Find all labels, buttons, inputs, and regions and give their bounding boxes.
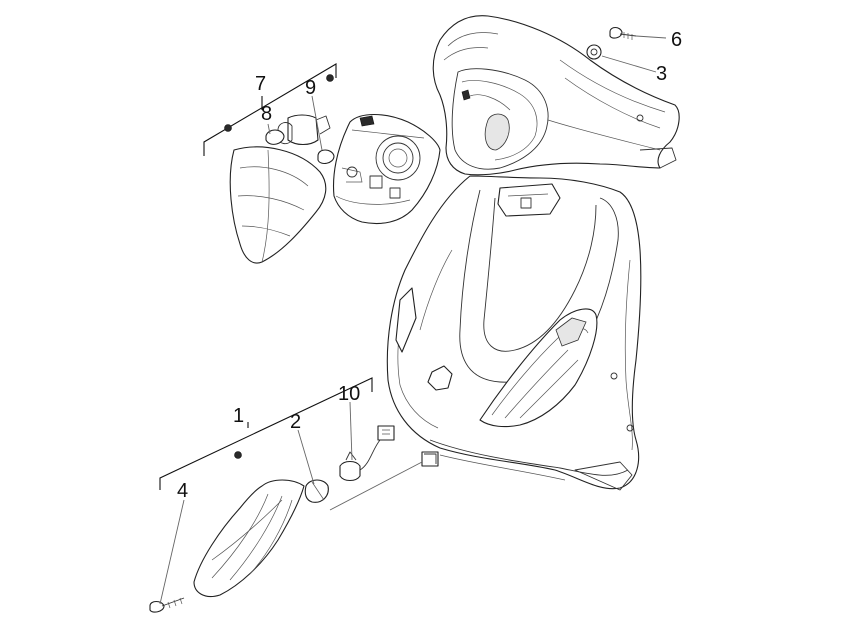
screw-part	[149, 597, 185, 613]
mounting-clip-part	[421, 451, 439, 467]
turn-signal-bulb-part	[304, 479, 329, 503]
bullet-dot-headlight-lens	[224, 124, 232, 132]
callout-label-3: 3	[656, 63, 667, 85]
bullet-dot-headlight-housing	[326, 74, 334, 82]
callout-label-1: 1	[233, 405, 244, 427]
callout-label-2: 2	[290, 411, 301, 433]
headlight-bulb-part	[265, 114, 331, 146]
bullet-dot-turn-signal	[234, 451, 242, 459]
callout-label-9: 9	[305, 77, 316, 99]
callout-label-6: 6	[671, 29, 682, 51]
front-shield-part	[386, 175, 642, 491]
callout-leaders	[159, 35, 667, 605]
callout-label-10: 10	[338, 383, 360, 405]
bulb-socket-wire-part	[339, 425, 395, 482]
headlight-lens-part	[229, 146, 327, 264]
callout-label-4: 4	[177, 480, 188, 502]
callout-label-8: 8	[261, 103, 272, 125]
turn-signal-lens-part	[193, 479, 305, 598]
headlight-housing-part	[333, 114, 441, 225]
handlebar-screw-part	[609, 26, 637, 40]
callout-label-7: 7	[255, 73, 266, 95]
parking-light-bulb-part	[317, 149, 335, 165]
washer-part	[586, 44, 602, 60]
handlebar-cover-part	[432, 15, 680, 176]
